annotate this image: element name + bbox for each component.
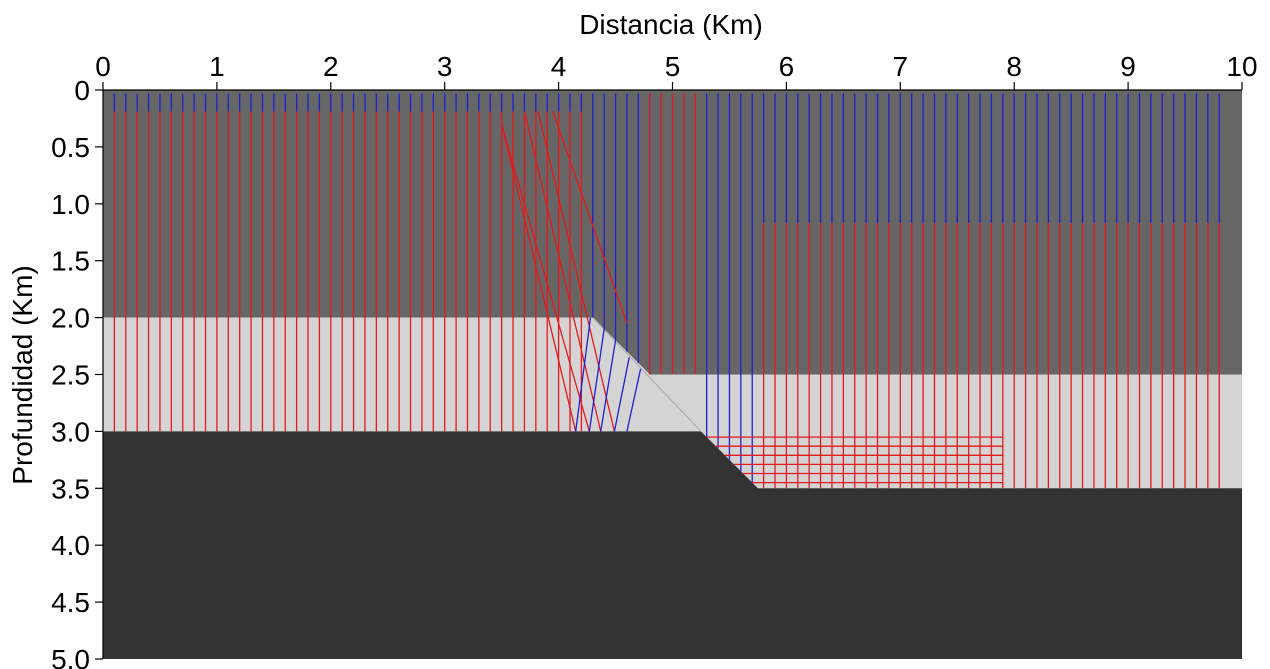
x-tick-label: 2 (323, 51, 339, 82)
y-tick-label: 0 (74, 75, 90, 106)
y-tick-label: 1.5 (51, 246, 90, 277)
inclined-blue-ray (588, 328, 605, 432)
y-tick-label: 0.5 (51, 132, 90, 163)
x-tick-label: 10 (1226, 51, 1257, 82)
y-axis-ticks: 0 0.5 1.0 1.5 2.0 2.5 3.0 3.5 4.0 4.5 5.0 (51, 75, 103, 669)
fault-line (592, 317, 702, 432)
inclined-blue-ray (575, 317, 592, 432)
ray-paths (113, 93, 1220, 489)
x-tick-label: 6 (779, 51, 795, 82)
x-axis-ticks: 0 1 2 3 4 5 6 7 8 9 10 (95, 51, 1258, 90)
inclined-red-ray (501, 123, 577, 432)
x-tick-label: 5 (665, 51, 681, 82)
x-tick-label: 7 (893, 51, 909, 82)
y-axis-title: Profundidad (Km) (7, 265, 38, 484)
inclined-red-ray (552, 111, 628, 324)
y-tick-label: 2.0 (51, 303, 90, 334)
x-tick-label: 3 (437, 51, 453, 82)
y-tick-label: 4.0 (51, 530, 90, 561)
y-tick-label: 5.0 (51, 644, 90, 669)
x-tick-label: 4 (551, 51, 567, 82)
y-tick-label: 3.0 (51, 416, 90, 447)
inclined-blue-ray (626, 368, 642, 432)
x-tick-label: 1 (209, 51, 225, 82)
y-tick-label: 1.0 (51, 189, 90, 220)
y-tick-label: 3.5 (51, 473, 90, 504)
x-axis-title: Distancia (Km) (579, 9, 763, 40)
inclined-red-ray (537, 111, 616, 432)
x-tick-label: 0 (95, 51, 111, 82)
x-tick-label: 9 (1120, 51, 1136, 82)
x-tick-label: 8 (1006, 51, 1022, 82)
inclined-blue-ray (600, 340, 617, 432)
inclined-red-ray (523, 111, 602, 432)
inclined-blue-ray (613, 357, 630, 432)
y-tick-label: 2.5 (51, 360, 90, 391)
inclined-red-ray (501, 123, 590, 432)
y-tick-label: 4.5 (51, 587, 90, 618)
